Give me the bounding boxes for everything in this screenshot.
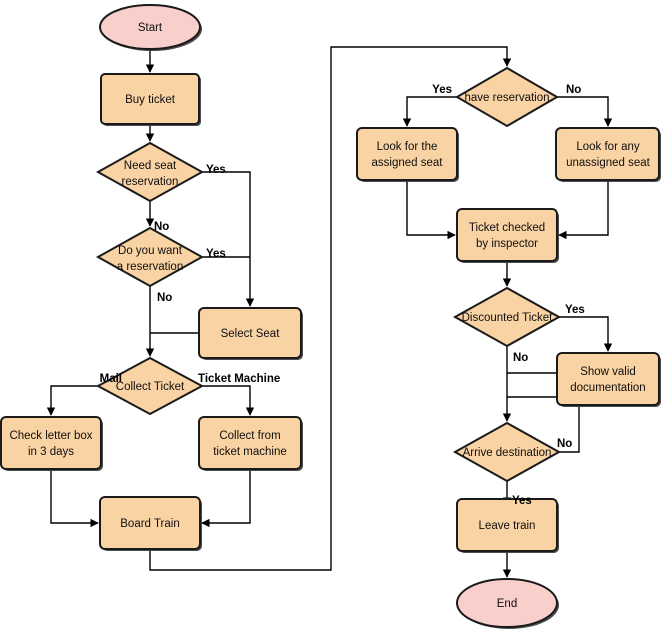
edge-label-discounted-no: No <box>513 352 528 364</box>
edge-label-do-you-want-no: No <box>157 292 172 304</box>
edges-layer <box>46 46 613 578</box>
edge-need-seat-yes <box>202 171 255 307</box>
edge-label-have-reservation-no: No <box>566 84 581 96</box>
edge-label-discounted-yes: Yes <box>565 304 585 316</box>
edge-label-need-seat-yes: Yes <box>206 164 226 176</box>
node-look-for-assigned-seat[interactable]: Look for the assigned seat <box>356 127 459 182</box>
edge-label-do-you-want-yes: Yes <box>206 248 226 260</box>
node-board-train[interactable]: Board Train <box>99 496 202 551</box>
node-collect-from-ticket-machine[interactable]: Collect from ticket machine <box>198 416 303 471</box>
node-look-for-unassigned-seat[interactable]: Look for any unassigned seat <box>555 127 661 182</box>
node-check-letter-box[interactable]: Check letter box in 3 days <box>0 416 103 471</box>
edge-have-reservation-no <box>557 96 613 127</box>
edge-collect-machine-to-board-train <box>201 469 251 528</box>
node-arrive-destination[interactable]: Arrive destination <box>452 421 562 483</box>
node-buy-ticket[interactable]: Buy ticket <box>100 73 201 126</box>
edge-discounted-yes <box>559 316 613 352</box>
edge-unassigned-seat-to-ticket-checked <box>558 180 609 240</box>
edge-label-collect-ticket-machine: Ticket Machine <box>198 373 280 385</box>
node-do-you-want-a-reservation[interactable]: Do you want a reservation <box>95 226 205 288</box>
edge-assigned-seat-to-ticket-checked <box>406 180 456 240</box>
node-show-valid-documentation[interactable]: Show valid documentation <box>556 352 661 407</box>
edge-arrive-destination-no <box>507 396 580 453</box>
node-discounted-ticket[interactable]: Discounted Ticket <box>452 286 562 348</box>
edge-collect-ticket-mail <box>46 385 98 416</box>
edge-have-reservation-yes <box>402 96 457 127</box>
edge-label-have-reservation-yes: Yes <box>432 84 452 96</box>
node-need-seat-reservation[interactable]: Need seat reservation <box>95 141 205 203</box>
node-have-reservation[interactable]: have reservation <box>455 66 559 128</box>
node-end[interactable]: End <box>456 578 559 629</box>
edge-collect-ticket-machine <box>202 385 255 416</box>
edge-board-train-to-have-reservation <box>149 46 512 571</box>
node-ticket-checked-by-inspector[interactable]: Ticket checked by inspector <box>456 208 559 263</box>
node-start[interactable]: Start <box>99 4 202 51</box>
node-select-seat[interactable]: Select Seat <box>198 307 303 360</box>
node-leave-train[interactable]: Leave train <box>456 498 559 553</box>
edge-label-arrive-destination-no: No <box>557 438 572 450</box>
edge-check-letter-box-to-board-train <box>50 469 99 528</box>
node-collect-ticket[interactable]: Collect Ticket <box>95 356 205 416</box>
